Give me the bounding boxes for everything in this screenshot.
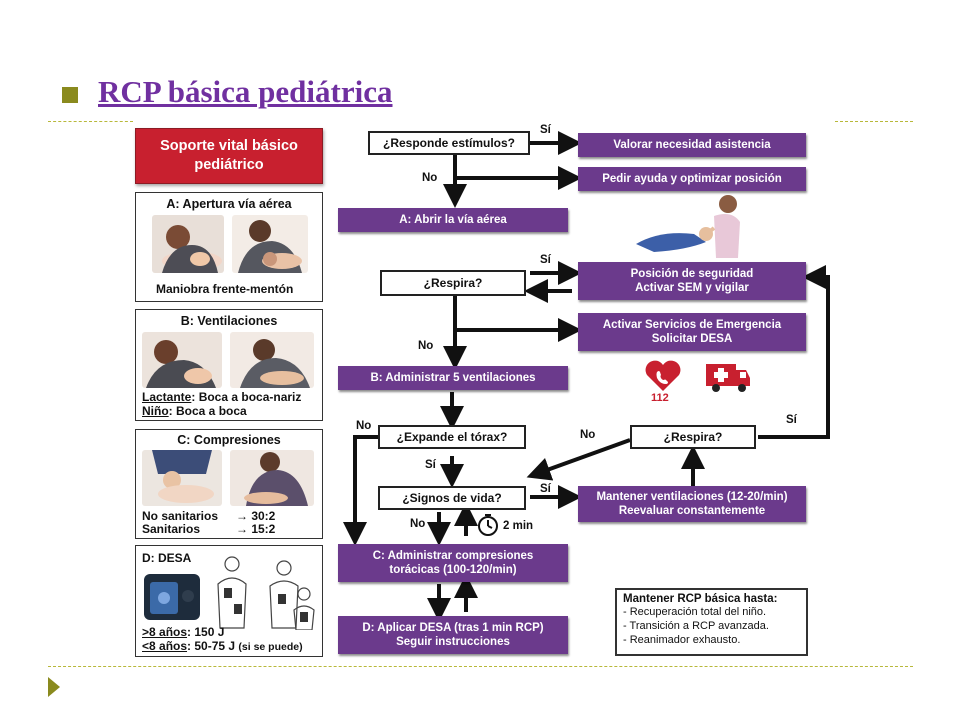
no-label-3: No	[356, 420, 372, 432]
compresiones-line1: C: Administrar compresiones	[372, 550, 534, 562]
phone-number: 112	[651, 392, 669, 404]
phone-heart-icon	[645, 360, 681, 391]
mantener-line1: Mantener ventilaciones (12-20/min)	[596, 491, 788, 503]
posicion-box: Posición de seguridad Activar SEM y vigi…	[578, 262, 806, 300]
compresiones-box: C: Administrar compresiones torácicas (1…	[338, 544, 568, 582]
panel-c-row1-label: No sanitarios	[142, 509, 219, 523]
bottom-rule	[48, 666, 913, 667]
svb-title-line1: Soporte vital básico	[160, 138, 298, 154]
si-label-4: Sí	[425, 459, 436, 471]
panel-d-row2-label: <8 años	[142, 639, 188, 653]
aed-device-icon	[144, 574, 200, 620]
airway-photo2-icon	[232, 215, 308, 273]
panel-c: C: Compresiones No sanitarios → 30:2 San…	[135, 429, 323, 539]
si-label-3: Sí	[786, 414, 797, 426]
respira-box-2: ¿Respira?	[630, 425, 756, 449]
legend-item: - Reanimador exhausto.	[623, 634, 741, 646]
panel-b-line1-label: Lactante	[142, 390, 192, 404]
administrar5-text: B: Administrar 5 ventilaciones	[370, 372, 536, 384]
panel-b: B: Ventilaciones Lactante: Boca a boca-n…	[135, 309, 323, 421]
panel-a-title: A: Apertura vía aérea	[166, 197, 292, 211]
legend-item: - Recuperación total del niño.	[623, 606, 767, 618]
si-label-2: Sí	[540, 254, 551, 266]
two-min-label: 2 min	[503, 520, 534, 532]
panel-d-row1: >8 años: 150 J	[142, 625, 224, 639]
footer-arrow-icon	[48, 677, 60, 697]
signos-box: ¿Signos de vida?	[378, 486, 526, 510]
panel-a: A: Apertura vía aérea Maniobra frente-me…	[135, 192, 323, 302]
respira-box-1: ¿Respira?	[380, 270, 526, 296]
pad-placement-icon	[217, 556, 315, 630]
panel-d-row1-value: : 150 J	[187, 625, 225, 639]
recovery-position-icon	[636, 195, 740, 258]
no-label-2: No	[418, 340, 434, 352]
no-label-4: No	[580, 429, 596, 441]
mantener-line2: Reevaluar constantemente	[618, 505, 766, 517]
pedir-text: Pedir ayuda y optimizar posición	[602, 173, 782, 185]
svb-title-box: Soporte vital básico pediátrico	[135, 128, 323, 184]
ventilation-photo-icon	[142, 332, 222, 388]
timer-icon	[478, 514, 498, 536]
responde-box: ¿Responde estímulos?	[368, 131, 530, 155]
page-title: RCP básica pediátrica	[98, 74, 393, 109]
panel-d-row2-note: (si se puede)	[238, 641, 303, 653]
abrir-text: A: Abrir la vía aérea	[399, 214, 507, 226]
mantener-box: Mantener ventilaciones (12-20/min) Reeva…	[578, 486, 806, 522]
ambulance-icon	[706, 364, 750, 392]
panel-c-row2-label: Sanitarios	[142, 522, 201, 536]
panel-a-caption: Maniobra frente-mentón	[156, 282, 294, 296]
panel-d-row2-value: : 50-75 J	[187, 639, 236, 653]
panel-d-title: D: DESA	[142, 551, 192, 565]
panel-b-line2-text: : Boca a boca	[168, 404, 247, 418]
abrir-box: A: Abrir la vía aérea	[338, 208, 568, 232]
pedir-box: Pedir ayuda y optimizar posición	[578, 167, 806, 191]
no-label-1: No	[422, 172, 438, 184]
no-label-5: No	[410, 518, 426, 530]
svb-title-line2: pediátrico	[194, 157, 264, 173]
posicion-line2: Activar SEM y vigilar	[635, 282, 749, 294]
panel-c-title: C: Compresiones	[177, 433, 281, 447]
desa-box: D: Aplicar DESA (tras 1 min RCP) Seguir …	[338, 616, 568, 654]
airway-photo-icon	[152, 215, 224, 273]
panel-c-row1-value: → 30:2	[236, 509, 276, 523]
expande-box: ¿Expande el tórax?	[378, 425, 526, 449]
panel-c-row2-value: → 15:2	[236, 522, 276, 536]
administrar5-box: B: Administrar 5 ventilaciones	[338, 366, 568, 390]
compression-photo-icon	[142, 450, 222, 506]
panel-b-line2-label: Niño	[142, 404, 169, 418]
compression-photo2-icon	[230, 450, 314, 506]
legend-item: - Transición a RCP avanzada.	[623, 620, 769, 632]
compresiones-line2: torácicas (100-120/min)	[389, 564, 517, 576]
si-label-1: Sí	[540, 124, 551, 136]
panel-b-line1-text: : Boca a boca-nariz	[191, 390, 302, 404]
valorar-box: Valorar necesidad asistencia	[578, 133, 806, 157]
rcp-legend: Mantener RCP básica hasta: - Recuperació…	[615, 588, 808, 656]
desa-line1: D: Aplicar DESA (tras 1 min RCP)	[362, 622, 544, 634]
panel-d: D: DESA >8 años: 150 J <8 años: 50-75 J …	[135, 545, 323, 657]
title-bullet	[62, 87, 78, 103]
top-rule-right	[835, 121, 913, 122]
panel-b-title: B: Ventilaciones	[180, 314, 278, 328]
activar-box: Activar Servicios de Emergencia Solicita…	[578, 313, 806, 351]
panel-b-line1: Lactante: Boca a boca-nariz	[142, 390, 301, 404]
valorar-text: Valorar necesidad asistencia	[613, 139, 771, 151]
activar-line2: Solicitar DESA	[651, 333, 733, 345]
panel-d-row2: <8 años: 50-75 J (si se puede)	[142, 639, 303, 653]
posicion-line1: Posición de seguridad	[630, 268, 754, 280]
ventilation-photo2-icon	[230, 332, 314, 388]
panel-d-row1-label: >8 años	[142, 625, 188, 639]
desa-line2: Seguir instrucciones	[396, 636, 510, 648]
top-rule-left	[48, 121, 133, 122]
activar-line1: Activar Servicios de Emergencia	[602, 319, 782, 331]
si-label-5: Sí	[540, 483, 551, 495]
panel-b-line2: Niño: Boca a boca	[142, 404, 247, 418]
legend-title: Mantener RCP básica hasta:	[623, 593, 778, 605]
